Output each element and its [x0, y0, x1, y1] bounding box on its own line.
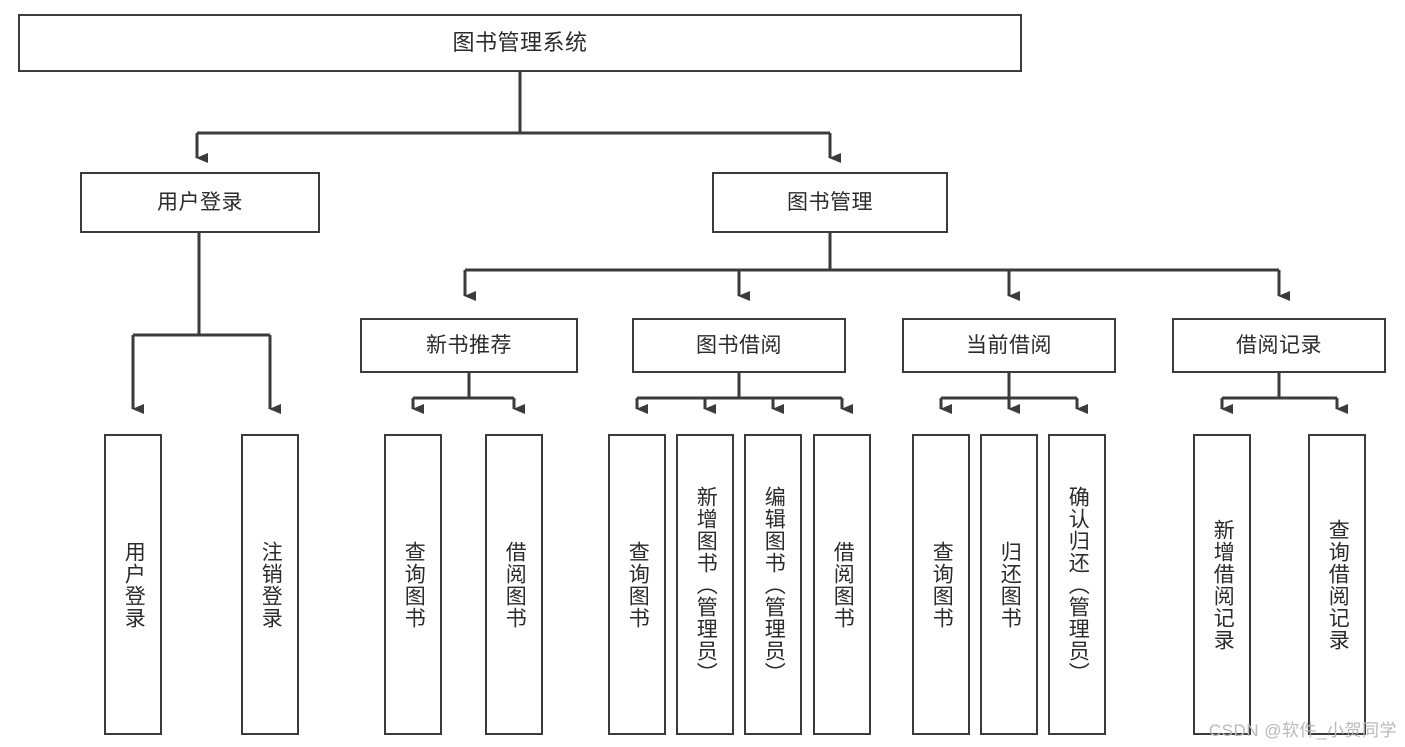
leaf-query-book-3[interactable]: 查询图书: [912, 434, 970, 735]
leaf-query-book-1[interactable]: 查询图书: [384, 434, 442, 735]
leaf-logout[interactable]: 注销登录: [241, 434, 299, 735]
leaf-query-book-3-label: 查询图书: [930, 540, 954, 629]
node-root-book-management-system[interactable]: 图书管理系统: [18, 14, 1022, 72]
csdn-watermark: CSDN @软件_小贺同学: [1208, 721, 1397, 740]
leaf-borrow-book-1-label: 借阅图书: [503, 540, 527, 629]
node-new-book-recommend[interactable]: 新书推荐: [360, 318, 578, 373]
node-root-label: 图书管理系统: [452, 29, 588, 55]
leaf-query-book-2-label: 查询图书: [626, 540, 650, 629]
node-user-login[interactable]: 用户登录: [80, 172, 320, 233]
leaf-edit-book-label: 编辑图书（管理员）: [762, 485, 786, 684]
leaf-add-record-label: 新增借阅记录: [1211, 518, 1235, 651]
leaf-query-book-2[interactable]: 查询图书: [608, 434, 666, 735]
node-book-manage-label: 图书管理: [787, 190, 873, 214]
leaf-add-book[interactable]: 新增图书（管理员）: [676, 434, 734, 735]
leaf-borrow-book-2[interactable]: 借阅图书: [813, 434, 871, 735]
leaf-add-record[interactable]: 新增借阅记录: [1193, 434, 1251, 735]
leaf-return-book-label: 归还图书: [998, 540, 1022, 629]
leaf-borrow-book-2-label: 借阅图书: [831, 540, 855, 629]
leaf-confirm-return[interactable]: 确认归还（管理员）: [1048, 434, 1106, 735]
leaf-edit-book[interactable]: 编辑图书（管理员）: [744, 434, 802, 735]
leaf-user-login-label: 用户登录: [122, 540, 146, 629]
node-book-borrow[interactable]: 图书借阅: [632, 318, 846, 373]
node-borrow-record[interactable]: 借阅记录: [1172, 318, 1386, 373]
node-borrow-record-label: 借阅记录: [1236, 333, 1322, 357]
leaf-user-login[interactable]: 用户登录: [104, 434, 162, 735]
leaf-logout-label: 注销登录: [259, 540, 283, 629]
leaf-return-book[interactable]: 归还图书: [980, 434, 1038, 735]
node-book-manage[interactable]: 图书管理: [712, 172, 948, 233]
node-new-book-recommend-label: 新书推荐: [426, 333, 512, 357]
leaf-add-book-label: 新增图书（管理员）: [694, 485, 718, 684]
node-current-borrow[interactable]: 当前借阅: [902, 318, 1116, 373]
leaf-query-record[interactable]: 查询借阅记录: [1308, 434, 1366, 735]
node-book-borrow-label: 图书借阅: [696, 333, 782, 357]
leaf-query-book-1-label: 查询图书: [402, 540, 426, 629]
node-current-borrow-label: 当前借阅: [966, 333, 1052, 357]
leaf-confirm-return-label: 确认归还（管理员）: [1066, 485, 1090, 684]
leaf-query-record-label: 查询借阅记录: [1326, 518, 1350, 651]
leaf-borrow-book-1[interactable]: 借阅图书: [485, 434, 543, 735]
node-user-login-label: 用户登录: [157, 190, 243, 214]
